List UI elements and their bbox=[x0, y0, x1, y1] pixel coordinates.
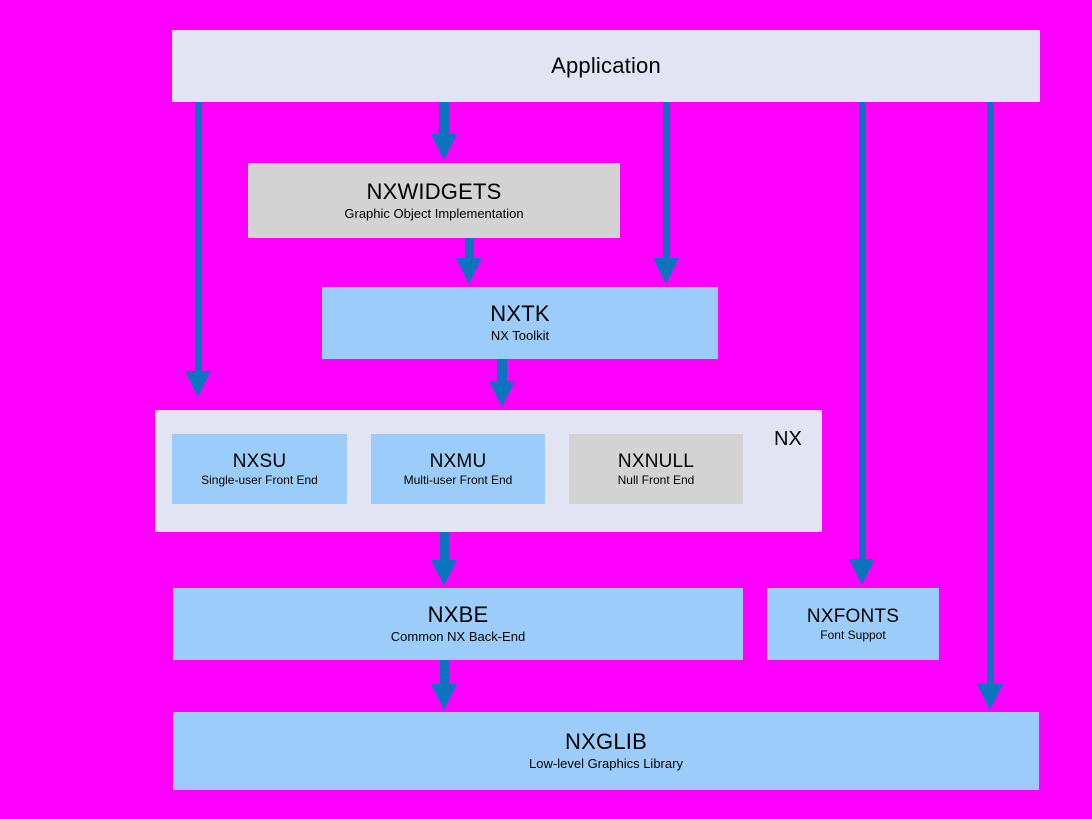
node-nxfonts[interactable]: NXFONTS Font Suppot bbox=[767, 588, 939, 660]
arrow-shaft bbox=[194, 102, 202, 371]
node-nxfonts-subtitle: Font Suppot bbox=[820, 627, 886, 642]
node-nxfonts-title: NXFONTS bbox=[806, 605, 900, 627]
arrow-shaft bbox=[464, 238, 474, 258]
node-nxnull[interactable]: NXNULL Null Front End bbox=[569, 434, 743, 504]
node-application[interactable]: Application bbox=[172, 30, 1040, 102]
arrow-head bbox=[456, 258, 482, 284]
arrow-shaft bbox=[439, 660, 449, 684]
node-nxwidgets-title: NXWIDGETS bbox=[366, 178, 502, 204]
node-nxwidgets-subtitle: Graphic Object Implementation bbox=[344, 205, 524, 221]
node-nxglib[interactable]: NXGLIB Low-level Graphics Library bbox=[173, 712, 1039, 790]
arrow-application-to-nx bbox=[185, 102, 211, 397]
arrow-head bbox=[977, 684, 1003, 710]
arrow-shaft bbox=[497, 359, 507, 381]
arrow-application-to-nxwidgets bbox=[431, 102, 457, 160]
arrow-nx-to-nxbe bbox=[431, 532, 457, 586]
arrow-head bbox=[431, 134, 457, 160]
node-nxtk-title: NXTK bbox=[490, 301, 550, 327]
node-application-title: Application bbox=[551, 52, 661, 78]
arrow-application-to-nxtk bbox=[653, 102, 679, 284]
node-nxmu-subtitle: Multi-user Front End bbox=[403, 472, 513, 487]
node-nxtk[interactable]: NXTK NX Toolkit bbox=[322, 287, 718, 359]
node-nxwidgets[interactable]: NXWIDGETS Graphic Object Implementation bbox=[248, 163, 620, 238]
arrow-nxbe-to-nxglib bbox=[431, 660, 457, 710]
node-nxmu-title: NXMU bbox=[429, 450, 487, 472]
arrow-head bbox=[431, 560, 457, 586]
node-nxtk-subtitle: NX Toolkit bbox=[490, 328, 550, 344]
arrow-shaft bbox=[439, 102, 449, 134]
arrow-head bbox=[185, 371, 211, 397]
node-nxbe-subtitle: Common NX Back-End bbox=[390, 629, 526, 645]
arrow-shaft bbox=[439, 532, 449, 560]
arrow-head bbox=[489, 381, 515, 407]
arrow-shaft bbox=[986, 102, 994, 684]
arrow-head bbox=[849, 559, 875, 585]
node-nxbe[interactable]: NXBE Common NX Back-End bbox=[173, 588, 743, 660]
node-nx-group-label: NX bbox=[774, 428, 802, 450]
node-nxmu[interactable]: NXMU Multi-user Front End bbox=[371, 434, 545, 504]
node-nxnull-title: NXNULL bbox=[617, 450, 695, 472]
node-nxbe-title: NXBE bbox=[427, 602, 489, 628]
node-nxnull-subtitle: Null Front End bbox=[617, 472, 695, 487]
arrow-application-to-nxfonts bbox=[849, 102, 875, 585]
node-nxglib-subtitle: Low-level Graphics Library bbox=[529, 756, 683, 772]
node-nxsu[interactable]: NXSU Single-user Front End bbox=[172, 434, 347, 504]
arrow-application-to-nxglib bbox=[977, 102, 1003, 710]
arrow-shaft bbox=[662, 102, 670, 258]
arrow-nxwidgets-to-nxtk bbox=[456, 238, 482, 284]
node-nxglib-title: NXGLIB bbox=[565, 729, 647, 755]
arrow-head bbox=[431, 684, 457, 710]
arrow-nxtk-to-nx bbox=[489, 359, 515, 407]
node-nxsu-subtitle: Single-user Front End bbox=[201, 472, 318, 487]
node-nxsu-title: NXSU bbox=[232, 450, 287, 472]
arrow-shaft bbox=[858, 102, 866, 559]
arrow-head bbox=[653, 258, 679, 284]
